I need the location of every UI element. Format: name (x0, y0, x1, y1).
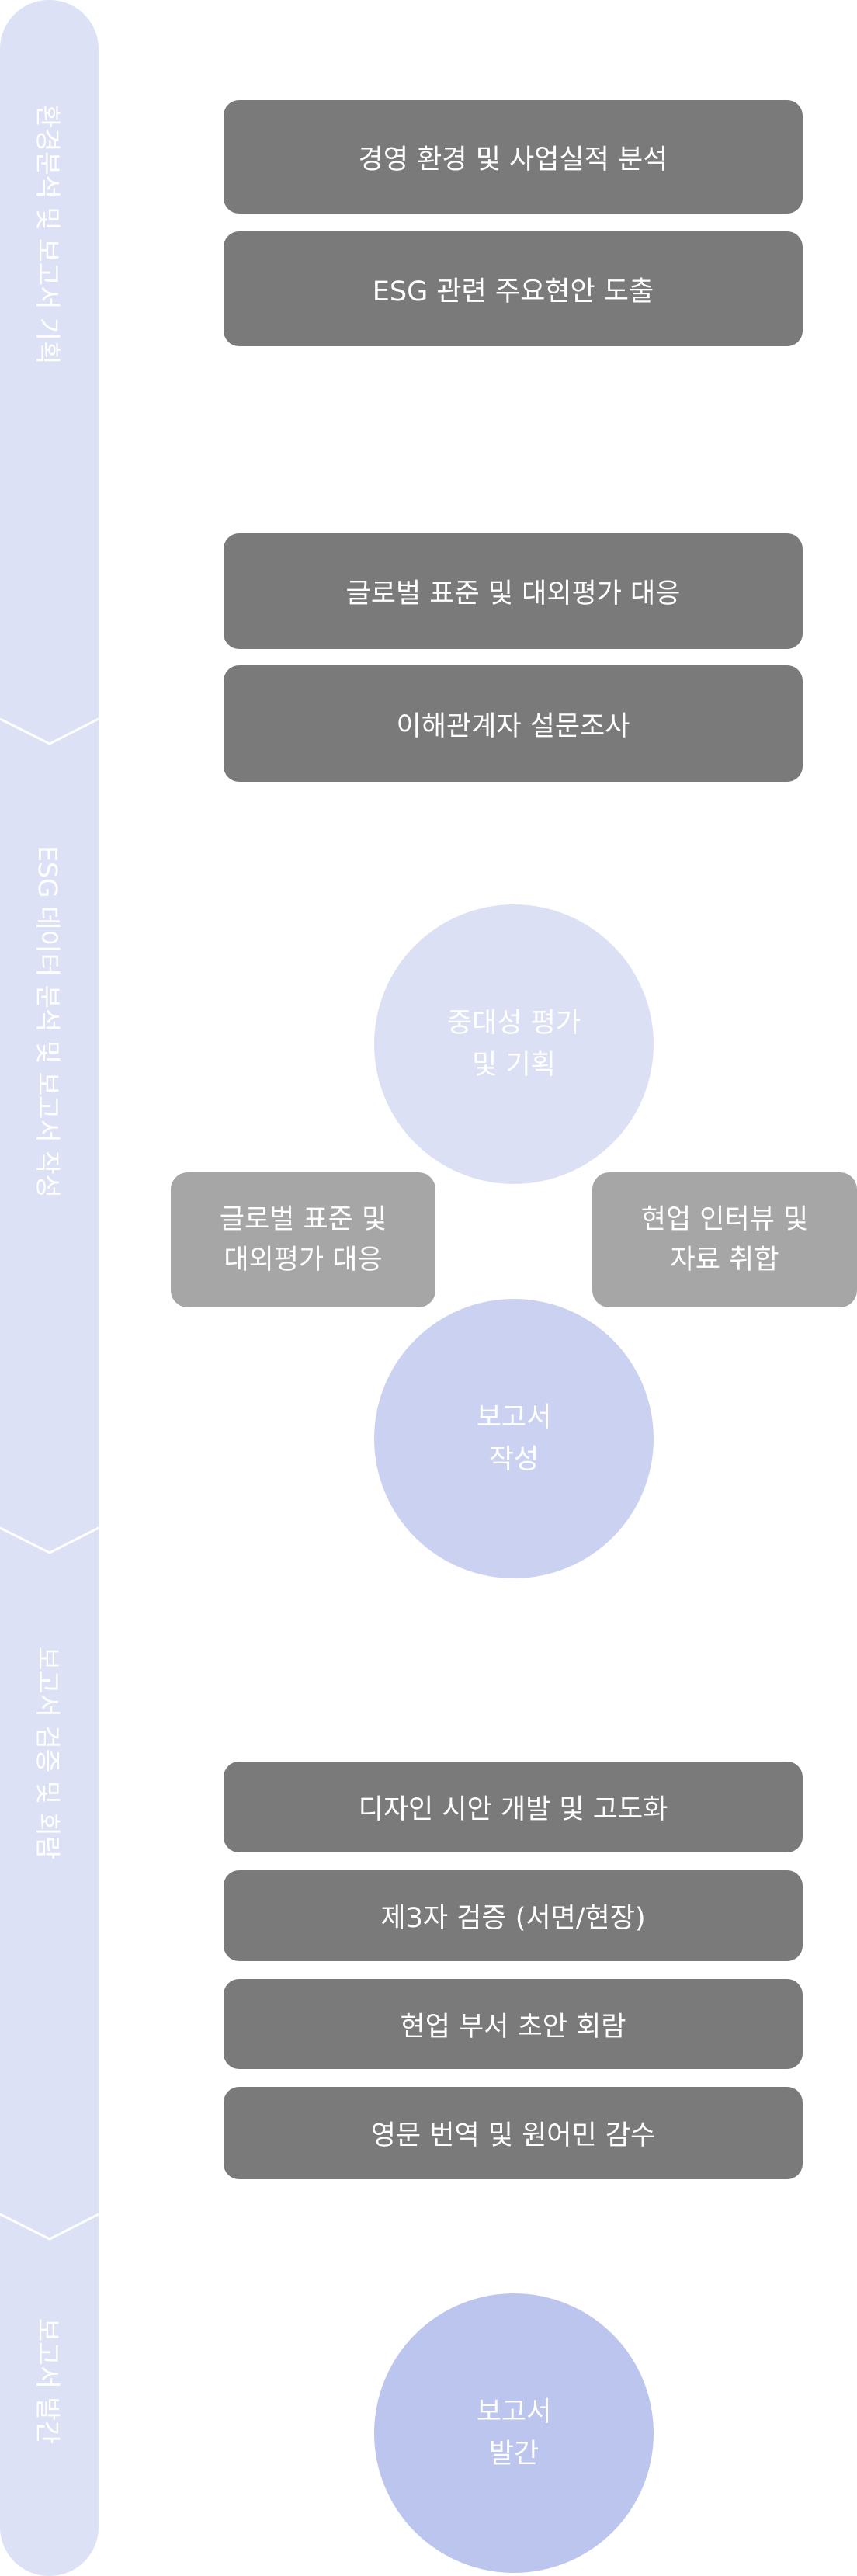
stage-label-writing: ESG 데이터 분석 및 보고서 작성 (33, 845, 63, 1198)
box-line: 현업 인터뷰 및 (640, 1203, 809, 1235)
stage-label-publish: 보고서 발간 (33, 2317, 63, 2445)
chevron-down-icon (0, 2213, 99, 2241)
circle-line: 발간 (488, 2439, 540, 2470)
box-line: 대외평가 대응 (224, 1245, 383, 1276)
step-box: 영문 번역 및 원어민 감수 (224, 2087, 803, 2179)
process-stage-bar: 환경분석 및 보고서 기획 ESG 데이터 분석 및 보고서 작성 보고서 검증… (0, 0, 99, 2576)
circle-line: 및 기획 (472, 1050, 556, 1081)
circle-line: 작성 (488, 1444, 540, 1475)
step-box: 제3자 검증 (서면/현장) (224, 1870, 803, 1961)
chevron-down-icon (0, 1526, 99, 1554)
step-box: 글로벌 표준 및 대외평가 대응 (224, 533, 803, 649)
step-box: 디자인 시안 개발 및 고도화 (224, 1762, 803, 1852)
stage-label-planning: 환경분석 및 보고서 기획 (33, 104, 63, 365)
stage-label-review: 보고서 검증 및 회람 (33, 1646, 63, 1860)
chevron-down-icon (0, 717, 99, 745)
box-line: 글로벌 표준 및 (219, 1203, 387, 1235)
step-box: 이해관계자 설문조사 (224, 665, 803, 782)
circle-line: 보고서 (476, 1401, 552, 1433)
step-box: ESG 관련 주요현안 도출 (224, 231, 803, 346)
circle-line: 중대성 평가 (446, 1007, 581, 1039)
step-box: 경영 환경 및 사업실적 분석 (224, 100, 803, 214)
circle-line: 보고서 (476, 2396, 552, 2428)
step-box: 현업 부서 초안 회람 (224, 1979, 803, 2069)
box-line: 자료 취합 (670, 1245, 779, 1276)
